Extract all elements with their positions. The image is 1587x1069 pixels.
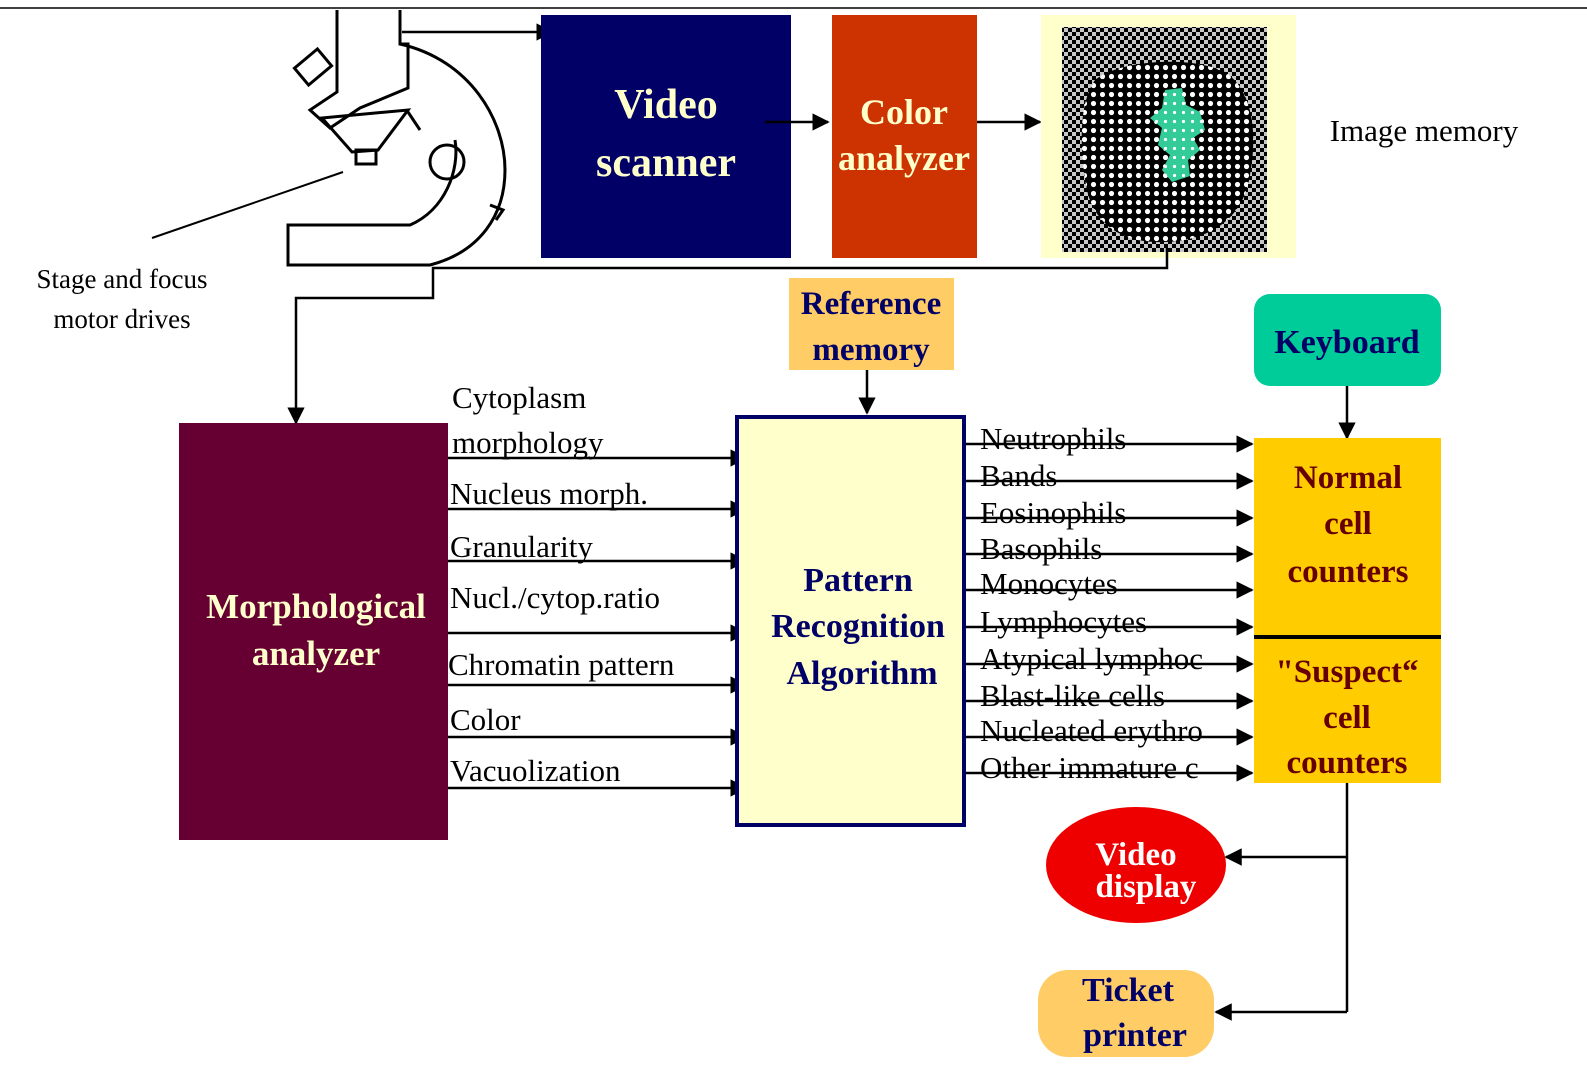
cell-type-label: Monocytes xyxy=(980,566,1118,601)
cell-type-label: Nucleated erythro xyxy=(980,713,1203,748)
suspect-counters-label-line1: "Suspect“ xyxy=(1275,654,1418,690)
pattern-label-line3: Algorithm xyxy=(786,655,937,692)
feature-arrows xyxy=(448,449,748,797)
cell-type-labels: Neutrophils Bands Eosinophils Basophils … xyxy=(980,421,1203,785)
pattern-label-line2: Recognition xyxy=(771,608,945,645)
feature-label: Cytoplasm xyxy=(452,380,586,415)
ticket-printer-box xyxy=(1038,970,1214,1057)
suspect-counters-label-line2: cell xyxy=(1323,700,1371,736)
reference-memory-label-line2: memory xyxy=(812,332,930,368)
stage-focus-label-line1: Stage and focus xyxy=(37,264,208,294)
cell-type-label: Bands xyxy=(980,458,1058,493)
feature-label: Granularity xyxy=(450,529,593,564)
cell-type-label: Eosinophils xyxy=(980,495,1126,530)
normal-counters-label-line2: cell xyxy=(1324,506,1372,542)
morphological-analyzer-box xyxy=(179,423,448,840)
video-display-label-line1: Video xyxy=(1095,837,1176,873)
feature-label: morphology xyxy=(452,425,604,460)
reference-memory-label-line1: Reference xyxy=(801,286,941,322)
microscope-pointer-line xyxy=(151,171,344,239)
cell-type-label: Basophils xyxy=(980,531,1102,566)
stage-focus-label-line2: motor drives xyxy=(53,304,190,334)
feature-label: Chromatin pattern xyxy=(448,647,675,682)
video-scanner-label-line2: scanner xyxy=(596,140,736,186)
normal-counters-label-line3: counters xyxy=(1288,554,1409,590)
normal-counters-box xyxy=(1254,438,1441,637)
cell-type-label: Lymphocytes xyxy=(980,604,1147,639)
normal-counters-label-line1: Normal xyxy=(1294,460,1402,496)
pattern-recognition-box xyxy=(735,415,966,827)
video-display-label-line2: display xyxy=(1096,869,1197,905)
cell-type-label: Neutrophils xyxy=(980,421,1126,456)
microscope-icon xyxy=(286,10,507,267)
cell-type-label: Atypical lymphoc xyxy=(980,641,1203,676)
ticket-printer-label-line1: Ticket xyxy=(1082,972,1175,1009)
video-scanner-box xyxy=(541,15,791,258)
feature-label: Nucl./cytop.ratio xyxy=(450,580,660,615)
feature-labels: Cytoplasm morphology Nucleus morph. Gran… xyxy=(448,380,675,788)
suspect-counters-label-line3: counters xyxy=(1287,745,1408,781)
morph-analyzer-label-line2: analyzer xyxy=(252,634,380,673)
reference-memory-box xyxy=(789,278,954,370)
ticket-printer-label-line2: printer xyxy=(1083,1017,1187,1054)
cell-type-arrows xyxy=(966,435,1254,782)
cell-type-label: Blast-like cells xyxy=(980,678,1165,713)
feature-label: Color xyxy=(450,702,521,737)
color-analyzer-box xyxy=(832,15,977,258)
cell-type-label: Other immature c xyxy=(980,750,1199,785)
pattern-label-line1: Pattern xyxy=(803,562,913,599)
feature-label: Nucleus morph. xyxy=(450,476,648,511)
video-scanner-label-line1: Video xyxy=(614,82,717,128)
color-analyzer-label-line1: Color xyxy=(860,92,948,132)
video-display-box xyxy=(1046,807,1226,923)
keyboard-label: Keyboard xyxy=(1274,324,1420,361)
image-memory-label: Image memory xyxy=(1330,113,1519,148)
memory-to-morph-arrow xyxy=(287,248,1169,425)
counters-overlay-edge xyxy=(1254,640,1266,780)
keyboard-box xyxy=(1254,294,1441,386)
morph-analyzer-label-line1: Morphological xyxy=(206,587,426,626)
color-analyzer-label-line2: analyzer xyxy=(838,138,970,178)
feature-label: Vacuolization xyxy=(450,753,621,788)
suspect-counters-box xyxy=(1254,637,1441,783)
cell-nucleus-shape xyxy=(1150,88,1205,182)
